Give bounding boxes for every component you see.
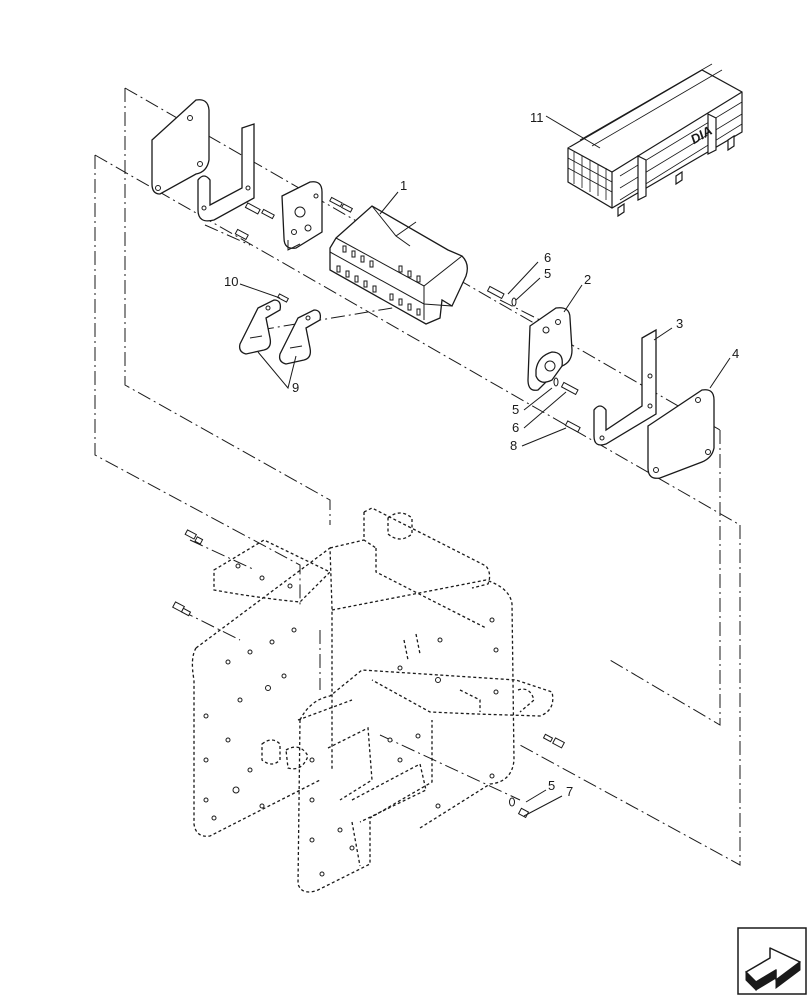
tractor-front-frame <box>191 507 554 893</box>
callout-1: 1 <box>400 178 407 193</box>
l-bracket-right <box>593 328 657 446</box>
callout-labels: 1 2 3 4 5 5 5 6 6 7 8 9 10 11 <box>224 110 739 799</box>
pin-part-10 <box>276 293 290 303</box>
callout-5-bottom: 5 <box>548 778 555 793</box>
callout-8: 8 <box>510 438 517 453</box>
frame-holes <box>203 563 499 877</box>
callout-2: 2 <box>584 272 591 287</box>
l-bracket-left <box>197 123 255 222</box>
callout-9: 9 <box>292 380 299 395</box>
callout-4: 4 <box>732 346 739 361</box>
frame-fasteners <box>172 529 566 819</box>
block-slots <box>336 245 421 316</box>
callout-6-middle: 6 <box>512 420 519 435</box>
cover-plate-right <box>647 389 715 479</box>
bolts-left-cluster <box>234 196 354 241</box>
mount-plate-right <box>527 307 573 391</box>
callout-10: 10 <box>224 274 238 289</box>
shipping-crate: DIA <box>567 63 743 218</box>
mount-plate-left <box>281 181 323 251</box>
callout-6-top: 6 <box>544 250 551 265</box>
bolts-right-middle <box>553 377 581 433</box>
callout-leaders <box>239 115 731 817</box>
bolt-washer-right-top <box>486 285 517 307</box>
callout-3: 3 <box>676 316 683 331</box>
assembly-centre-lines <box>94 87 741 866</box>
callout-5-middle: 5 <box>512 402 519 417</box>
callout-7: 7 <box>566 784 573 799</box>
main-weight-block <box>329 205 468 325</box>
hook-pair <box>238 299 322 365</box>
callout-5-top: 5 <box>544 266 551 281</box>
callout-11: 11 <box>530 110 544 125</box>
next-page-arrow-icon[interactable] <box>737 927 807 995</box>
cover-plate-left <box>151 99 210 195</box>
